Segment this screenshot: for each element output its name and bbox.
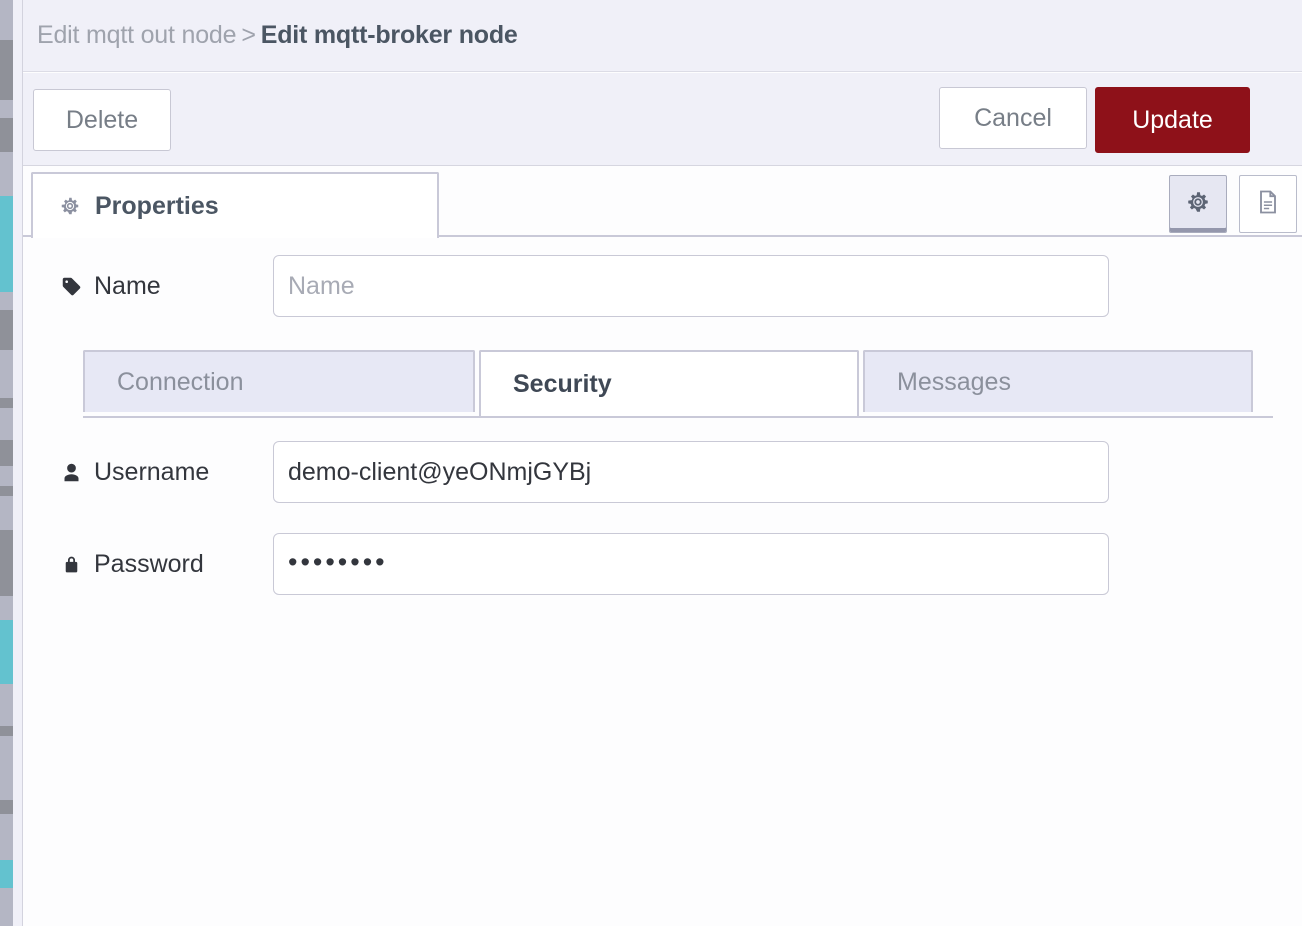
cancel-button[interactable]: Cancel [939, 87, 1087, 149]
dialog-header: Edit mqtt out node>Edit mqtt-broker node [23, 0, 1302, 72]
username-label: Username [61, 458, 273, 487]
name-label-text: Name [94, 271, 161, 300]
edit-node-dialog: Edit mqtt out node>Edit mqtt-broker node… [22, 0, 1302, 926]
password-label-text: Password [94, 549, 204, 578]
name-input-placeholder: Name [288, 271, 355, 300]
subtab-security[interactable]: Security [479, 350, 859, 416]
subtabs-rule [83, 416, 1273, 418]
username-label-text: Username [94, 457, 210, 486]
password-input-value: •••••••• [288, 546, 388, 577]
password-label: Password [61, 550, 273, 579]
username-input[interactable]: demo-client@yeONmjGYBj [273, 441, 1109, 503]
properties-form: Name Name Connection Security Messages [23, 238, 1302, 926]
tag-icon [61, 276, 82, 297]
tab-properties-label: Properties [95, 191, 219, 220]
gear-icon [1185, 189, 1211, 220]
form-row-name: Name Name [61, 255, 1109, 317]
breadcrumb-parent[interactable]: Edit mqtt out node [37, 21, 237, 49]
description-tab-button[interactable] [1239, 175, 1297, 233]
tabbar-rule [23, 235, 1302, 237]
workspace-background-gap [13, 0, 22, 926]
settings-tab-button[interactable] [1169, 175, 1227, 233]
form-row-username: Username demo-client@yeONmjGYBj [61, 441, 1109, 503]
subtab-connection-label: Connection [117, 367, 244, 396]
name-input[interactable]: Name [273, 255, 1109, 317]
delete-button[interactable]: Delete [33, 89, 171, 151]
username-input-value: demo-client@yeONmjGYBj [288, 457, 592, 486]
breadcrumb-current: Edit mqtt-broker node [260, 21, 518, 49]
gear-icon [59, 195, 81, 217]
subtab-messages-label: Messages [897, 367, 1011, 396]
dialog-toolbar: Delete Cancel Update [23, 73, 1302, 166]
subtab-connection[interactable]: Connection [83, 350, 475, 412]
update-button[interactable]: Update [1095, 87, 1250, 153]
breadcrumb-separator: > [241, 21, 256, 49]
name-label: Name [61, 272, 273, 301]
dialog-tabbar: Properties [23, 167, 1302, 238]
workspace-background-strip [0, 0, 13, 926]
subtab-messages[interactable]: Messages [863, 350, 1253, 412]
user-icon [61, 462, 82, 483]
subtab-security-label: Security [513, 369, 612, 398]
tab-properties[interactable]: Properties [31, 172, 439, 238]
document-icon [1254, 188, 1282, 221]
security-subtab-bar: Connection Security Messages [61, 350, 1273, 418]
password-input[interactable]: •••••••• [273, 533, 1109, 595]
breadcrumb: Edit mqtt out node>Edit mqtt-broker node [37, 21, 518, 50]
lock-icon [61, 554, 82, 575]
form-row-password: Password •••••••• [61, 533, 1109, 595]
